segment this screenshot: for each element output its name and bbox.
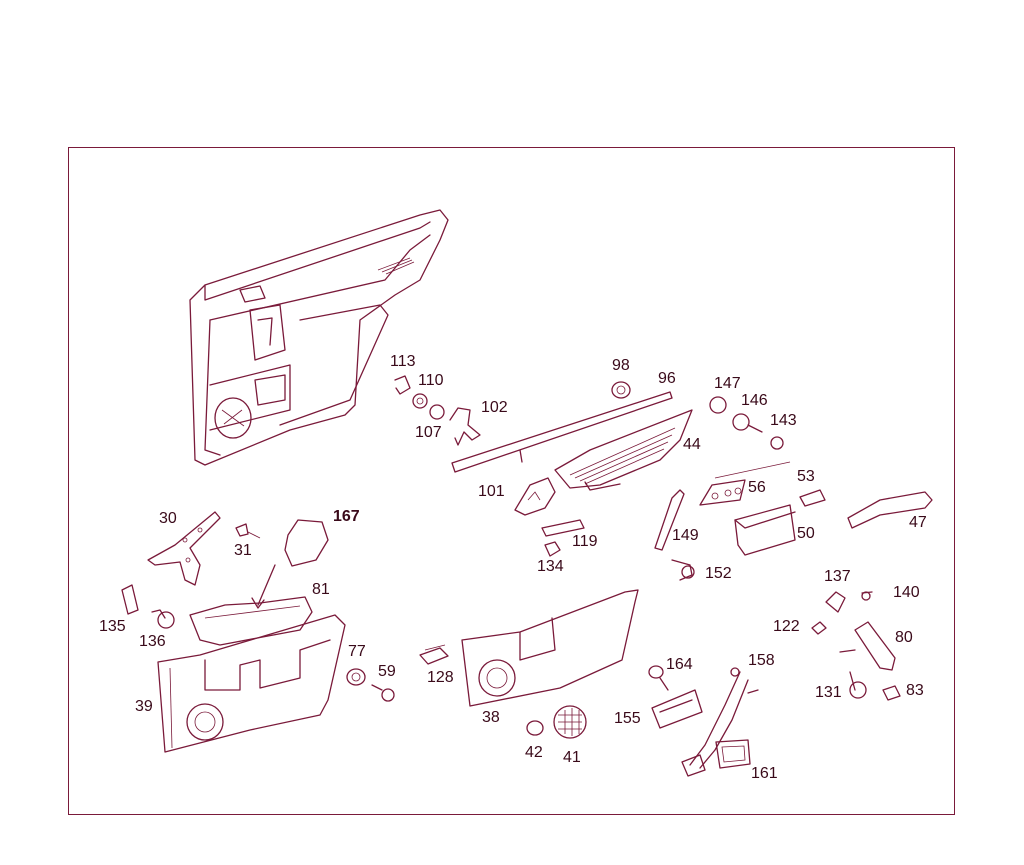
speaker-grille-44	[554, 409, 693, 491]
clip-128	[419, 644, 449, 665]
handle-101	[514, 477, 556, 516]
part-label-164: 164	[666, 656, 693, 673]
grille-41-nut-42	[526, 705, 587, 739]
part-label-122: 122	[773, 618, 800, 635]
rear-panel-38	[461, 589, 639, 707]
part-label-147: 147	[714, 375, 741, 392]
part-label-30: 30	[159, 510, 177, 527]
parts-135-136	[121, 584, 175, 629]
part-label-146: 146	[741, 392, 768, 409]
part-label-128: 128	[427, 669, 454, 686]
bracket-30	[147, 511, 329, 609]
part-label-41: 41	[563, 749, 581, 766]
part-label-98: 98	[612, 357, 630, 374]
part-label-131: 131	[815, 684, 842, 701]
part-label-137: 137	[824, 568, 851, 585]
clips-147-146-143	[709, 396, 784, 450]
part-label-31: 31	[234, 542, 252, 559]
part-label-149: 149	[672, 527, 699, 544]
part-label-134: 134	[537, 558, 564, 575]
part-label-119: 119	[572, 533, 598, 550]
part-label-113: 113	[390, 353, 416, 370]
part-label-140: 140	[893, 584, 920, 601]
part-label-59: 59	[378, 663, 396, 680]
part-label-158: 158	[748, 652, 775, 669]
armrest-47	[847, 491, 933, 529]
part-label-81: 81	[312, 581, 330, 598]
part-label-161: 161	[751, 765, 778, 782]
part-label-167: 167	[333, 508, 360, 525]
part-label-110: 110	[418, 372, 444, 389]
handle-group-80	[811, 591, 901, 701]
fasteners-77-59	[346, 668, 395, 702]
part-label-107: 107	[415, 424, 442, 441]
armrest-81	[189, 596, 313, 646]
part-label-96: 96	[658, 370, 676, 387]
part-label-136: 136	[139, 633, 166, 650]
part-label-53: 53	[797, 468, 815, 485]
lower-panel-39	[157, 614, 346, 753]
bracket-119	[541, 519, 585, 557]
part-label-56: 56	[748, 479, 766, 496]
screw-164	[648, 665, 669, 691]
part-label-152: 152	[705, 565, 732, 582]
clip-parts-group	[394, 375, 481, 446]
part-label-143: 143	[770, 412, 797, 429]
part-label-83: 83	[906, 682, 924, 699]
part-label-77: 77	[348, 643, 366, 660]
switch-panel-56	[699, 461, 791, 506]
part-label-80: 80	[895, 629, 913, 646]
part-label-155: 155	[614, 710, 641, 727]
part-label-42: 42	[525, 744, 543, 761]
trim-strip-96	[451, 381, 673, 473]
part-label-101: 101	[478, 483, 505, 500]
door-panel-assembly	[189, 209, 449, 466]
rod-149	[654, 489, 695, 581]
part-label-102: 102	[481, 399, 508, 416]
part-label-39: 39	[135, 698, 153, 715]
diagram-frame	[68, 147, 955, 815]
part-label-38: 38	[482, 709, 500, 726]
harness-158	[681, 667, 759, 777]
ashtray-155	[651, 689, 703, 729]
cover-53-ashtray-50	[734, 489, 826, 556]
part-label-44: 44	[683, 436, 701, 453]
part-label-47: 47	[909, 514, 927, 531]
part-label-135: 135	[99, 618, 126, 635]
part-label-50: 50	[797, 525, 815, 542]
